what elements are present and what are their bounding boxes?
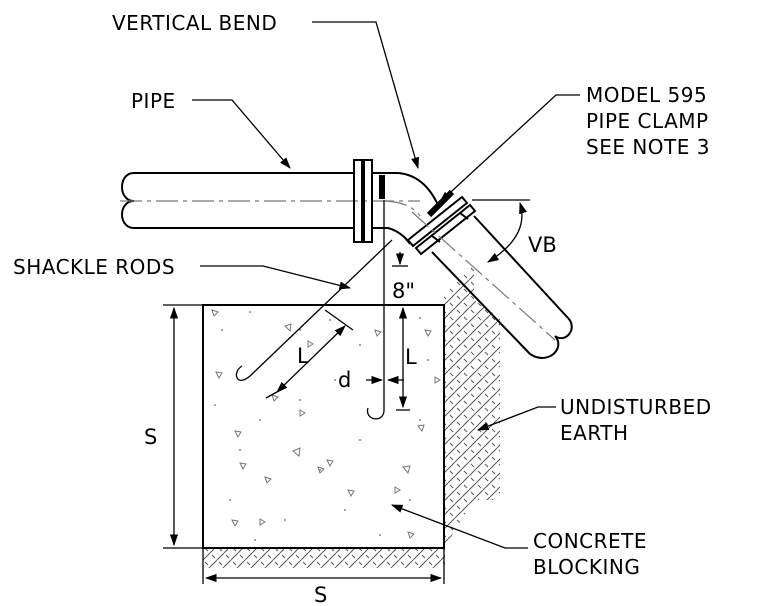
dim-s-horizontal [202,548,445,584]
undisturbed-earth-hatch [203,262,500,568]
label-d: d [338,368,351,392]
dim-l-angled [265,309,354,399]
label-pipe: PIPE [131,89,176,113]
label-concrete-line1: CONCRETE [533,529,647,553]
label-clamp-line1: MODEL 595 [586,83,707,107]
label-undisturbed-line2: EARTH [560,421,629,445]
dim-s-vertical [163,304,203,549]
label-l-vertical: L [405,345,417,369]
label-vb: VB [528,233,557,257]
label-clamp-line2: PIPE CLAMP [586,109,709,133]
dim-8-inch [392,252,408,267]
label-vertical-bend: VERTICAL BEND [112,11,277,35]
label-s-vertical: S [144,425,157,449]
label-concrete-line2: BLOCKING [533,555,640,579]
shackle-rods [235,200,393,420]
flange-angled [406,195,477,256]
flange-horizontal [353,159,385,243]
label-eight-inch: 8" [392,279,415,303]
dim-vb-arc [472,199,530,263]
leader-lines [192,21,580,549]
label-undisturbed-line1: UNDISTURBED [560,395,712,419]
label-l-angled: L [297,344,309,368]
label-clamp-line3: SEE NOTE 3 [586,135,710,159]
pipe-horizontal [120,172,420,229]
label-s-horizontal: S [314,583,327,606]
label-shackle-rods: SHACKLE RODS [13,255,175,279]
dim-l-vertical [396,304,410,411]
